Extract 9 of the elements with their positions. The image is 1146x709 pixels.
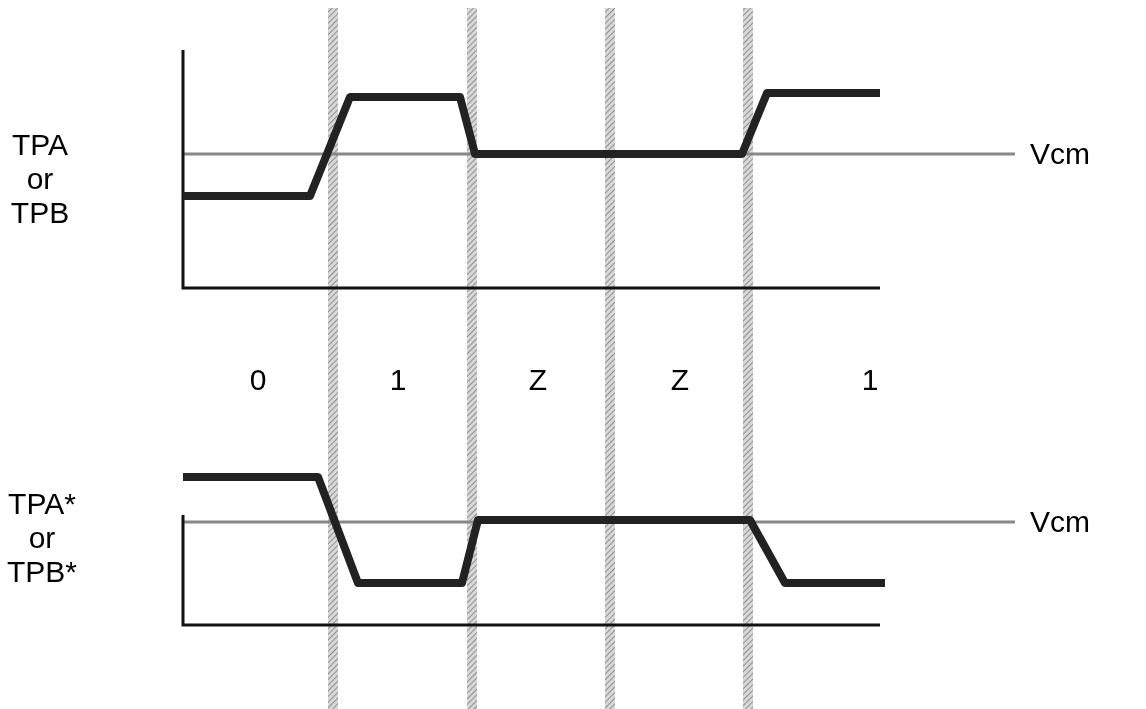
voltage-label: Vcm — [1029, 505, 1091, 539]
signal-name: TPA or TPB — [9, 128, 71, 230]
signal-name: TPA* or TPB* — [6, 487, 78, 589]
bit-value: 0 — [248, 363, 268, 397]
bit-value: 1 — [388, 363, 408, 397]
bit-value: Z — [669, 363, 691, 397]
voltage-label: Vcm — [1029, 137, 1091, 171]
bit-value: 1 — [860, 363, 880, 397]
bit-value: Z — [527, 363, 549, 397]
